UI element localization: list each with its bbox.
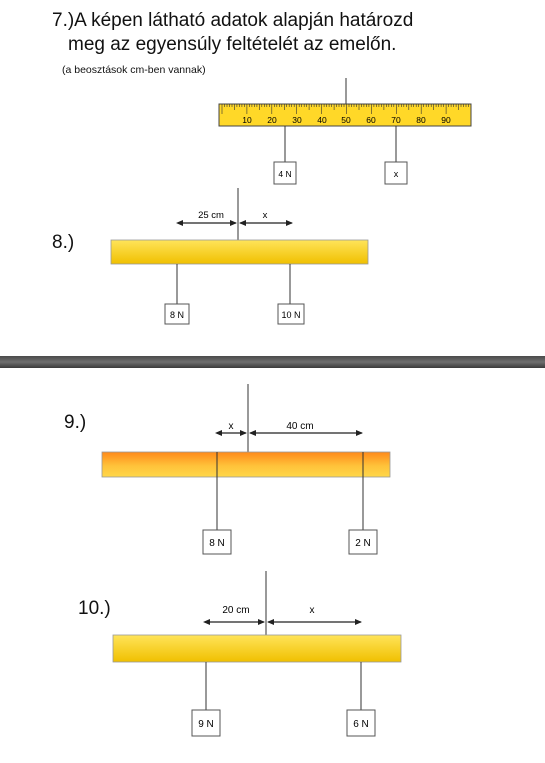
task9-arrowhead (249, 430, 256, 436)
task10-lever-diagram: 20 cm x 9 N 6 N (112, 571, 402, 737)
task9-beam (101, 451, 391, 478)
task9-weight-right-label: 2 N (355, 538, 371, 549)
task8-arrowhead (230, 220, 237, 226)
task10-arrowhead (203, 619, 210, 625)
section-divider (0, 356, 545, 368)
task8-arrowhead (176, 220, 183, 226)
task8-weight-right (277, 303, 305, 325)
task10-arrowhead (267, 619, 274, 625)
task7-weight-left (273, 161, 297, 185)
task7-weight-left-label: 4 N (278, 169, 291, 179)
task10-distance-left: 20 cm (222, 605, 249, 616)
task7-weight-right-label: x (394, 169, 399, 179)
task10-beam (112, 634, 402, 663)
task9-distance-right: 40 cm (286, 421, 313, 432)
task8-weight-right-label: 10 N (281, 310, 300, 320)
task9-distance-left: x (229, 421, 234, 432)
task10-number: 10.) (78, 598, 111, 619)
task9-lever-diagram: x 40 cm 8 N 2 N (101, 384, 391, 555)
task9-weight-right (348, 529, 378, 555)
task8-distance-right: x (263, 210, 268, 221)
task8-lever-diagram: 25 cm x 8 N 10 N (110, 188, 369, 325)
task8-arrowhead (286, 220, 293, 226)
task7-ruler-labels: 10 20 30 40 50 60 70 80 90 (242, 115, 451, 125)
task7-ruler (218, 103, 472, 127)
task10-weight-left-label: 9 N (198, 719, 214, 730)
task8-number: 8.) (52, 232, 75, 253)
task9-arrowhead (356, 430, 363, 436)
task9-arrowhead (240, 430, 247, 436)
ruler-label: 20 (267, 115, 277, 125)
task9-number: 9.) (64, 412, 87, 433)
task8-arrowhead (239, 220, 246, 226)
task8-distance-left: 25 cm (198, 210, 224, 221)
task10-distance-right: x (310, 605, 315, 616)
task10-arrowhead (258, 619, 265, 625)
task7-weight-right (384, 161, 408, 185)
ruler-label: 90 (441, 115, 451, 125)
task8-beam (110, 239, 369, 265)
task7-title: 7.)A képen látható adatok alapján határo… (52, 10, 414, 31)
task8-weight-left (164, 303, 190, 325)
task10-weight-right (346, 709, 376, 737)
ruler-label: 60 (366, 115, 376, 125)
task10-weight-left (191, 709, 221, 737)
ruler-label: 80 (416, 115, 426, 125)
task9-weight-left-label: 8 N (209, 538, 225, 549)
task9-arrowhead (215, 430, 222, 436)
ruler-label: 10 (242, 115, 252, 125)
task7-title-line2: meg az egyensúly feltételét az emelőn. (68, 34, 397, 55)
task9-weight-left (202, 529, 232, 555)
task8-weight-left-label: 8 N (170, 310, 184, 320)
task10-weight-right-label: 6 N (353, 719, 369, 730)
ruler-label: 30 (292, 115, 302, 125)
ruler-label: 40 (317, 115, 327, 125)
task7-lever-diagram: 10 20 30 40 50 60 70 80 90 4 N x (218, 78, 472, 185)
ruler-label: 70 (391, 115, 401, 125)
task7-ruler-ticks (221, 104, 469, 114)
ruler-label: 50 (341, 115, 351, 125)
task7-note: (a beosztások cm-ben vannak) (62, 64, 206, 76)
task10-arrowhead (355, 619, 362, 625)
